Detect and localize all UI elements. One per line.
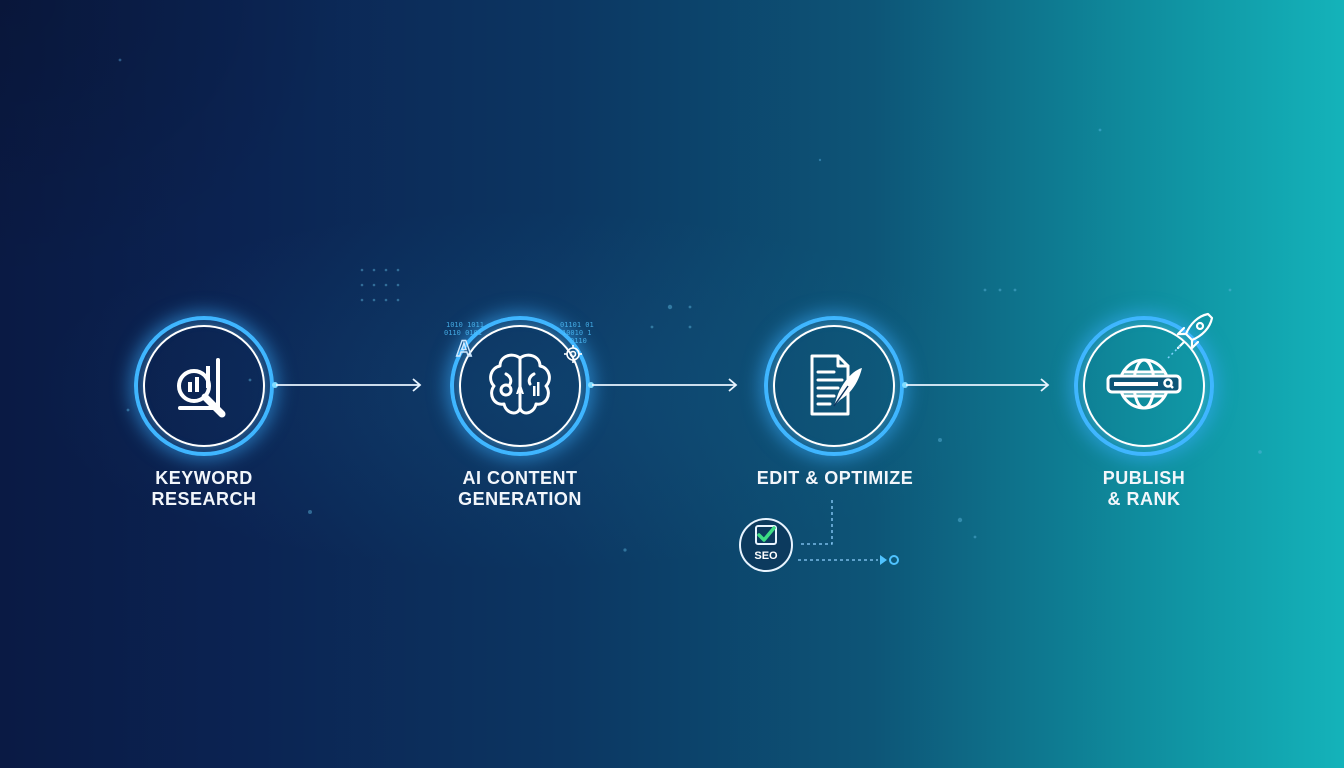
svg-text:10010 1: 10010 1 bbox=[562, 329, 592, 337]
step-label-publish-rank: PUBLISH & RANK bbox=[1102, 468, 1186, 509]
step-ring bbox=[134, 316, 274, 456]
rocket-icon bbox=[1167, 312, 1214, 359]
svg-text:0110: 0110 bbox=[570, 337, 587, 345]
step-keyword-research[interactable] bbox=[134, 316, 274, 456]
step-inner-ring bbox=[1083, 325, 1205, 447]
svg-text:1010 1011: 1010 1011 bbox=[446, 321, 484, 329]
ai-brain-icon bbox=[489, 353, 551, 415]
keyword-research-icon bbox=[177, 358, 226, 418]
step-inner-ring bbox=[143, 325, 265, 447]
binary-code-decoration: 1010 1011 0110 0101 01101 01 10010 1 011… bbox=[444, 321, 594, 363]
step-label-edit-optimize: EDIT & OPTIMIZE bbox=[756, 468, 914, 488]
svg-text:0110 0101: 0110 0101 bbox=[444, 329, 482, 337]
connector-arrow-1 bbox=[272, 378, 422, 392]
globe-search-icon bbox=[1106, 358, 1182, 410]
checkbox-check-icon bbox=[755, 525, 777, 545]
seo-badge: SEO bbox=[738, 517, 794, 573]
step-edit-optimize[interactable] bbox=[764, 316, 904, 456]
connector-arrow-3 bbox=[902, 378, 1050, 392]
document-quill-icon bbox=[810, 354, 862, 416]
step-ring bbox=[1074, 316, 1214, 456]
seo-badge-label: SEO bbox=[754, 550, 778, 562]
step-inner-ring bbox=[773, 325, 895, 447]
svg-text:01101 01: 01101 01 bbox=[560, 321, 594, 329]
seo-dashed-connector bbox=[798, 500, 899, 565]
svg-text:A: A bbox=[456, 336, 472, 361]
step-label-ai-content-generation: AI CONTENT GENERATION bbox=[458, 468, 582, 509]
step-ring bbox=[764, 316, 904, 456]
step-inner-ring bbox=[459, 325, 581, 447]
step-label-keyword-research: KEYWORD RESEARCH bbox=[151, 468, 257, 509]
connector-arrow-2 bbox=[588, 378, 738, 392]
step-ai-content-generation[interactable] bbox=[450, 316, 590, 456]
step-publish-rank[interactable] bbox=[1074, 316, 1214, 456]
step-ring bbox=[450, 316, 590, 456]
seo-badge-graphic bbox=[739, 518, 793, 572]
